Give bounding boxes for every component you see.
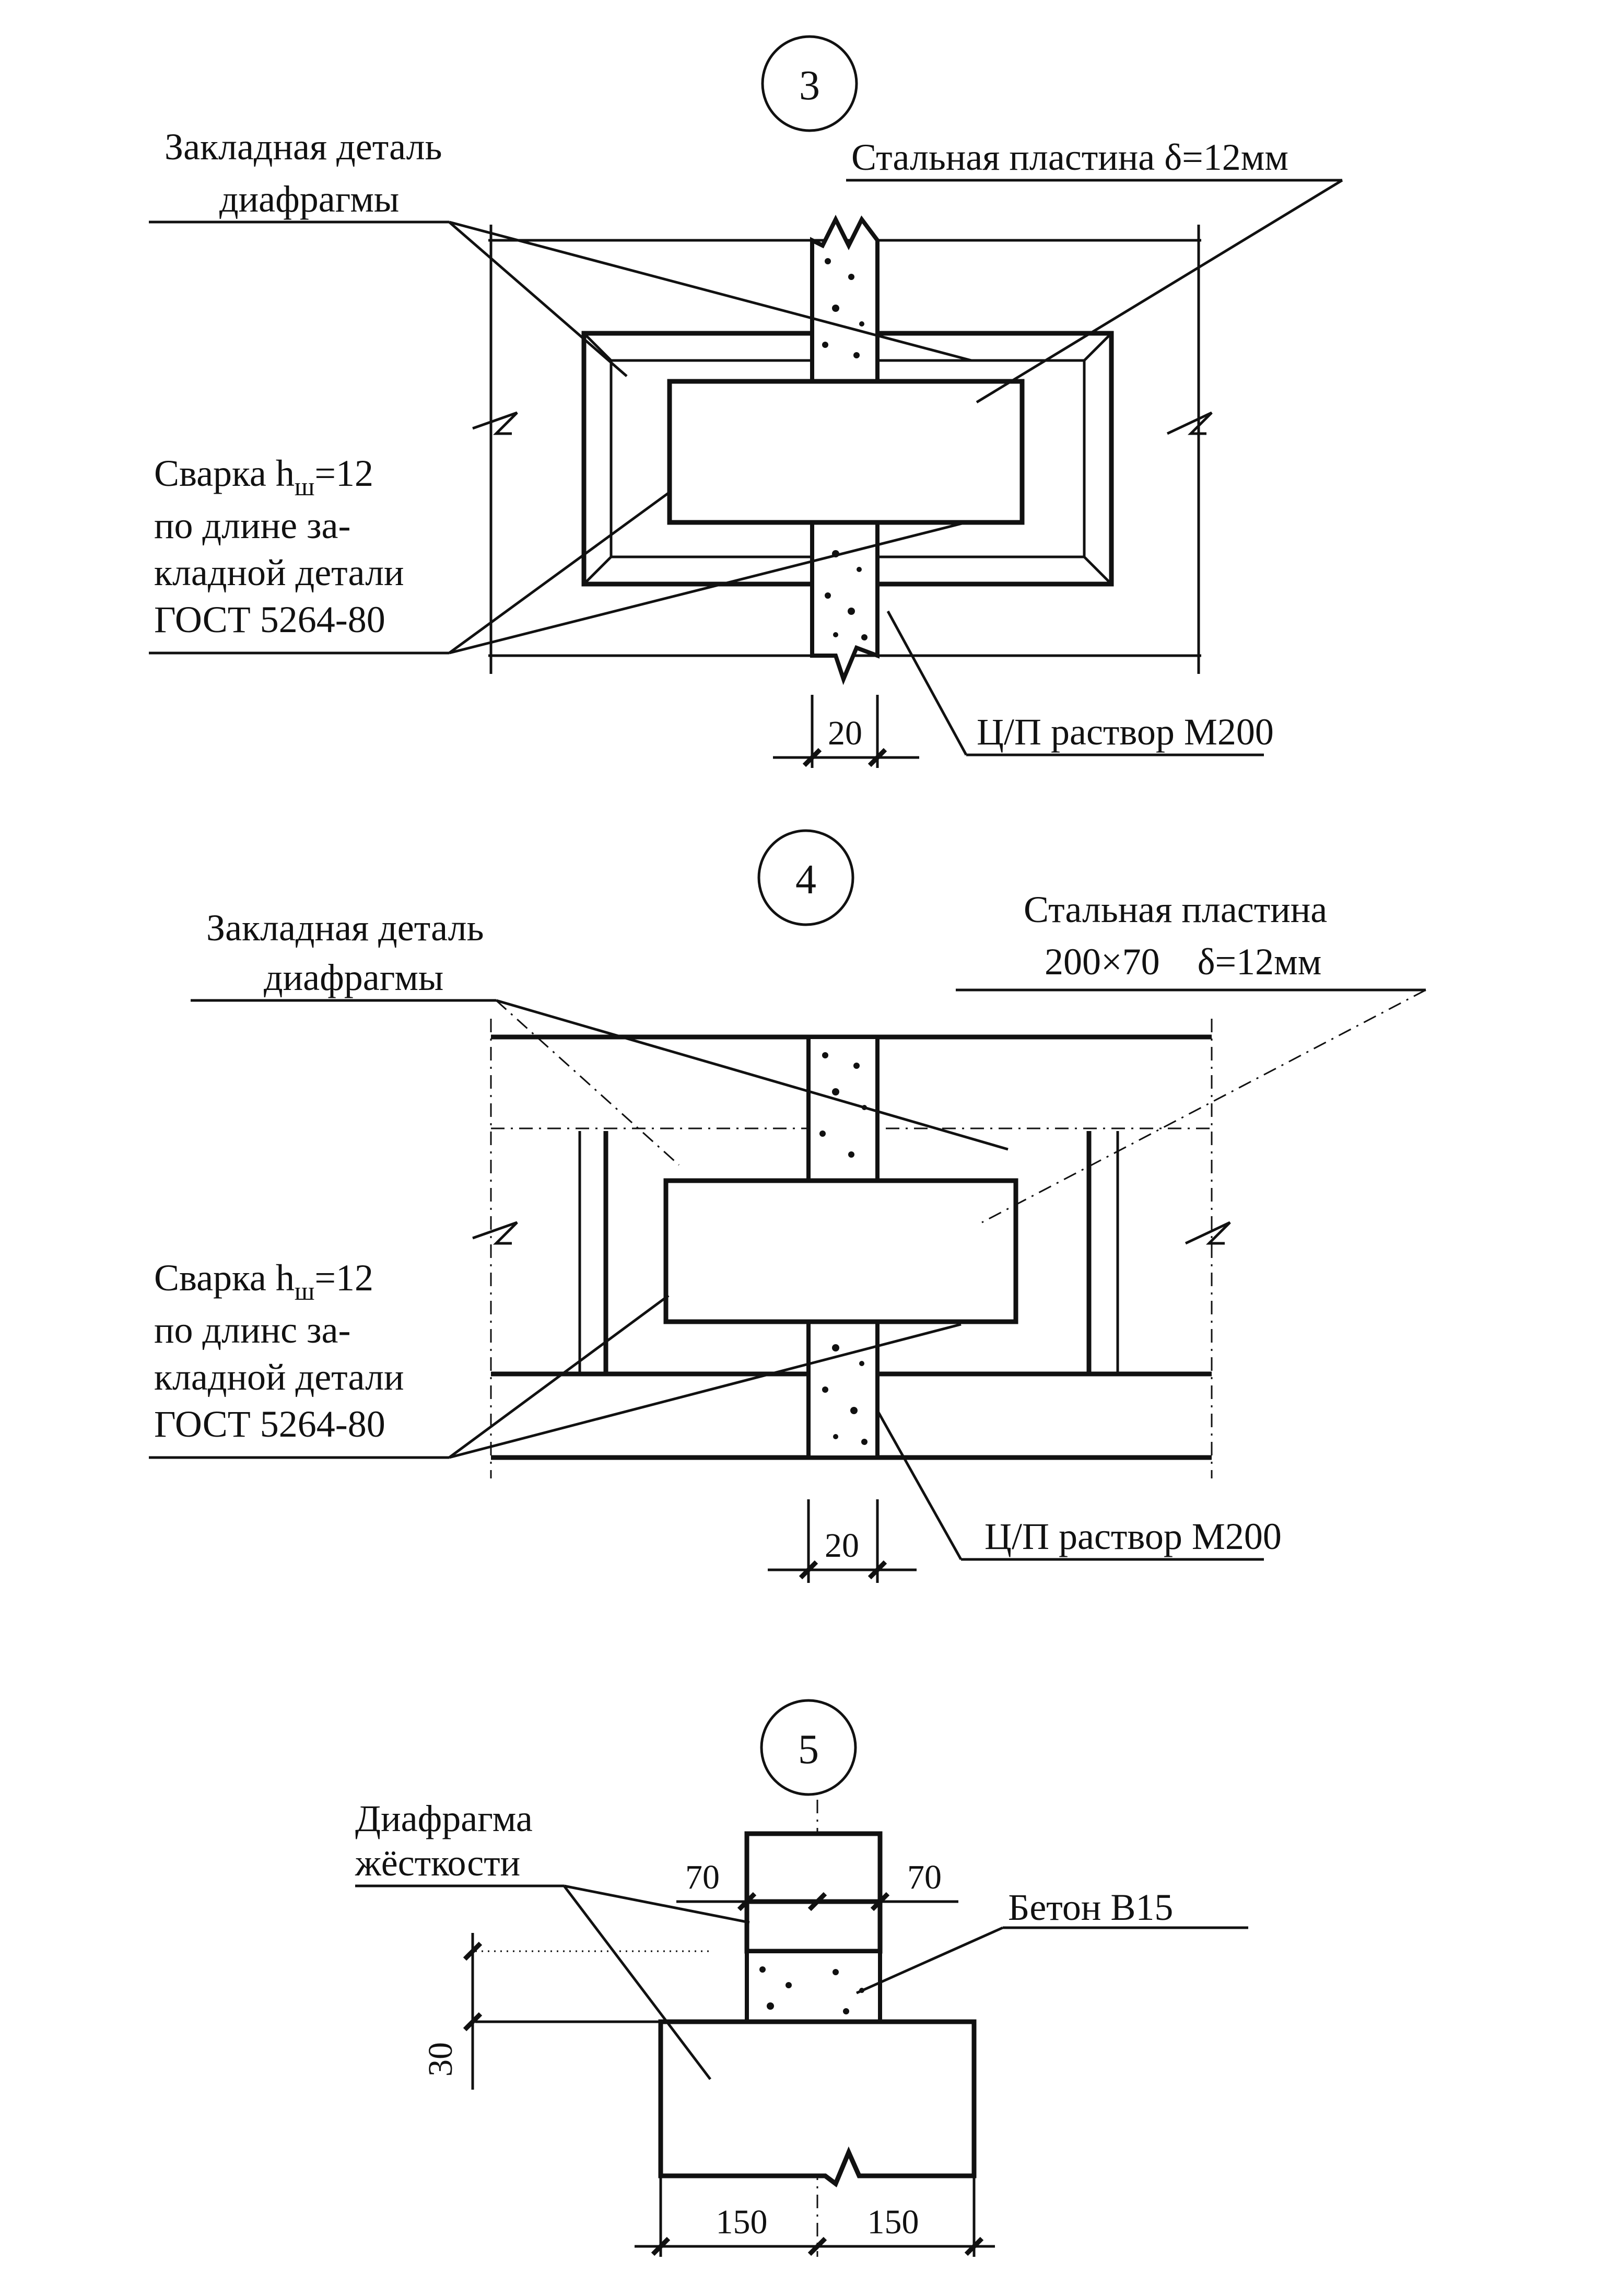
detail-3-weld-label-2: по длине за- [154,505,351,546]
detail-5-upper-element [744,1831,883,1954]
detail-3-mortar-label: Ц/П раствор М200 [977,711,1274,753]
detail-5-diaphragm [658,2019,977,2188]
detail-4-weld-label-2: по длинс за- [154,1309,351,1351]
detail-4-embedded-part-label-2: диафрагмы [264,957,443,998]
detail-4-marker-circle [757,829,854,926]
detail-3-weld-label-4: ГОСТ 5264-80 [154,599,385,640]
detail-5-concrete [745,1949,882,2024]
detail-4-mortar-dots [819,1052,868,1445]
detail-4-weld-label-3: кладной детали [154,1356,404,1398]
detail-4-embedded-part-label-1: Закладная деталь [206,907,484,949]
detail-3-joint-width: 20 [828,714,862,752]
detail-5-top-width-left: 70 [685,1858,720,1896]
detail-5: 5 70 70 30 15 [355,1699,1248,2257]
detail-4-steel-plate-label-1: Стальная пластина [1024,889,1327,930]
detail-3-weld-label-3: кладной детали [154,552,404,593]
detail-4-mortar-joint-bottom [806,1320,880,1460]
detail-4-break-left [472,1221,518,1245]
detail-3-marker: 3 [799,63,820,109]
detail-5-marker-circle [760,1699,857,1796]
detail-3-break-left [472,411,518,435]
detail-5-diaphragm-label-1: Диафрагма [355,1798,533,1839]
detail-3-steel-plate [667,379,1025,525]
detail-4-marker: 4 [795,857,816,903]
detail-3-steel-plate-label: Стальная пластина δ=12мм [851,136,1288,178]
detail-5-top-width-right: 70 [907,1858,942,1896]
detail-5-bottom-width-left: 150 [716,2203,768,2241]
detail-3-weld-label-1: Сварка hш=12 [154,452,373,501]
detail-4-weld-label-1: Сварка hш=12 [154,1257,373,1306]
detail-5-concrete-label: Бетон В15 [1008,1886,1173,1928]
detail-3: 3 [149,35,1343,768]
detail-4-mortar-label: Ц/П раствор М200 [984,1516,1282,1557]
detail-4-steel-plate [663,1178,1018,1324]
detail-5-marker: 5 [798,1727,819,1773]
detail-3-marker-circle [761,35,858,132]
detail-4: 4 [149,829,1426,1583]
detail-4-steel-plate-label-2: 200×70 δ=12мм [1045,941,1321,983]
detail-4-break-right [1185,1221,1231,1245]
detail-4-weld-label-4: ГОСТ 5264-80 [154,1403,385,1445]
detail-3-embedded-part-label-2: диафрагмы [219,178,399,220]
detail-3-embedded-part-label-1: Закладная деталь [165,126,442,168]
detail-5-height: 30 [421,2042,460,2077]
detail-5-diaphragm-label-2: жёсткости [355,1842,520,1884]
detail-3-mortar-joint-top [810,215,880,383]
detail-3-break-right [1166,411,1213,435]
detail-4-joint-width: 20 [825,1526,859,1565]
detail-5-bottom-width-right: 150 [868,2203,919,2241]
